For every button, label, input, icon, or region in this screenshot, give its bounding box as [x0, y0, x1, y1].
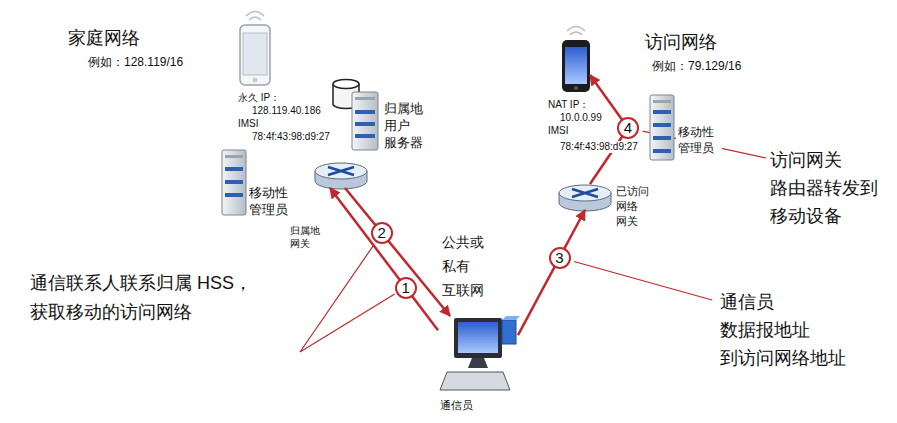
- node-text: 例如：79.129/16: [652, 58, 741, 74]
- server-node: 移动性 管理员: [650, 95, 674, 160]
- computer-icon: [468, 358, 488, 368]
- computer-icon: [440, 372, 510, 390]
- phone-icon: [253, 78, 258, 83]
- server-node: 归属地 用户 服务器: [352, 92, 378, 150]
- node-text: IMSI: [546, 125, 571, 137]
- phone-icon: [243, 33, 267, 75]
- computer-icon: [440, 316, 520, 390]
- server-icon: [225, 155, 243, 158]
- server-icon: [653, 149, 671, 153]
- node-text: 永久 IP：: [236, 92, 282, 104]
- server-icon: [650, 95, 674, 160]
- node-text: 公共或 私有 互联网: [440, 230, 493, 302]
- phone-icon: [562, 27, 590, 93]
- node-text: NAT IP：: [546, 99, 591, 111]
- node-text: 归属地 网关: [288, 224, 327, 250]
- node-text: 移动性 管理员: [676, 124, 722, 156]
- node-text: 访问网络: [645, 30, 717, 54]
- leader-line: [300, 245, 374, 352]
- server-icon: [355, 97, 375, 100]
- router-icon: [315, 163, 367, 189]
- network-cloud: 访问网络例如：79.129/16NAT IP：10.0.0.99IMSI78:4…: [535, 5, 775, 250]
- network-cloud: 家庭网络例如：128.119/16 永久 IP：128.119.40.186IMS…: [35, 0, 480, 268]
- phone-icon: [565, 47, 587, 84]
- signal-arrow: [518, 210, 585, 335]
- router-icon: [559, 185, 611, 211]
- node-text: 10.0.0.99: [558, 112, 604, 124]
- server-icon: [650, 95, 674, 160]
- database-icon: [333, 80, 359, 89]
- node-text: 归属地 用户 服务器: [382, 100, 432, 151]
- server-icon: [653, 136, 671, 140]
- router-node: 归属地 网关: [315, 162, 367, 188]
- callout-number: 1: [395, 277, 417, 299]
- server-icon: [653, 100, 671, 103]
- server-icon: [355, 122, 375, 126]
- mobile-phone: NAT IP：10.0.0.99IMSI78:4f:43:98:d9:27: [562, 40, 590, 92]
- router-icon: [328, 167, 354, 175]
- callout-text: 通信联系人联系归属 HSS， 获取移动的访问网络: [30, 269, 282, 327]
- router-icon: [559, 185, 611, 201]
- server-node: 移动性 管理员: [222, 150, 246, 215]
- node-text: 移动性 管理员: [247, 184, 297, 218]
- phone-icon: [567, 27, 585, 36]
- cloud-outline: [49, 1, 471, 260]
- computer-icon: [458, 322, 498, 353]
- computer-icon: [502, 320, 516, 344]
- computer-icon: [502, 316, 520, 320]
- server-icon: [222, 150, 246, 215]
- callout-number: 2: [371, 222, 393, 244]
- internet-cloud: 公共或 私有 互联网: [370, 200, 615, 320]
- node-text: 78:4f:43:98:d9:27: [558, 141, 640, 153]
- node-text: 128.119.40.186: [250, 105, 323, 117]
- signal-arrow: [330, 188, 438, 330]
- server-icon: [352, 92, 378, 150]
- server-icon: [222, 150, 246, 215]
- callout-number: 4: [617, 117, 639, 139]
- node-text: 78:4f:43:98:d9:27: [250, 131, 332, 143]
- phone-icon: [240, 25, 270, 85]
- router-node: 已访问 网络 网关: [559, 184, 611, 210]
- node-text: 通信员: [440, 398, 473, 412]
- node-text: 家庭网络: [68, 26, 140, 50]
- server-icon: [225, 193, 243, 197]
- phone-icon: [574, 86, 578, 90]
- computer-node: 通信员: [438, 316, 518, 415]
- leader-line: [574, 262, 712, 301]
- leader-line: [300, 131, 766, 352]
- node-text: 已访问 网络 网关: [614, 184, 657, 229]
- phone-icon: [240, 12, 270, 86]
- server-icon: [653, 123, 671, 127]
- phone-icon: [562, 40, 590, 92]
- signal-arrow: [345, 188, 450, 316]
- computer-icon: [454, 318, 502, 358]
- server-icon: [355, 110, 375, 114]
- callout-number: 3: [549, 247, 571, 269]
- background-cloud: [383, 307, 596, 423]
- server-icon: [352, 92, 378, 150]
- router-icon: [315, 163, 367, 179]
- router-icon: [572, 189, 598, 197]
- cloud-outline: [385, 211, 593, 311]
- server-icon: [653, 110, 671, 114]
- callout-text: 通信员 数据报地址 到访问网络地址: [720, 288, 857, 372]
- phone-icon: [246, 12, 264, 21]
- callout-text: 访问网关 路由器转发到 移动设备: [770, 146, 885, 230]
- mobile-phone: 永久 IP：128.119.40.186IMSI78:4f:43:98:d9:2…: [240, 25, 270, 85]
- server-icon: [225, 180, 243, 184]
- node-text: 例如：128.119/16: [88, 54, 183, 70]
- server-icon: [225, 167, 243, 171]
- server-icon: [355, 134, 375, 138]
- leader-line: [300, 294, 395, 352]
- cloud-outline: [537, 12, 765, 240]
- node-text: IMSI: [236, 118, 261, 130]
